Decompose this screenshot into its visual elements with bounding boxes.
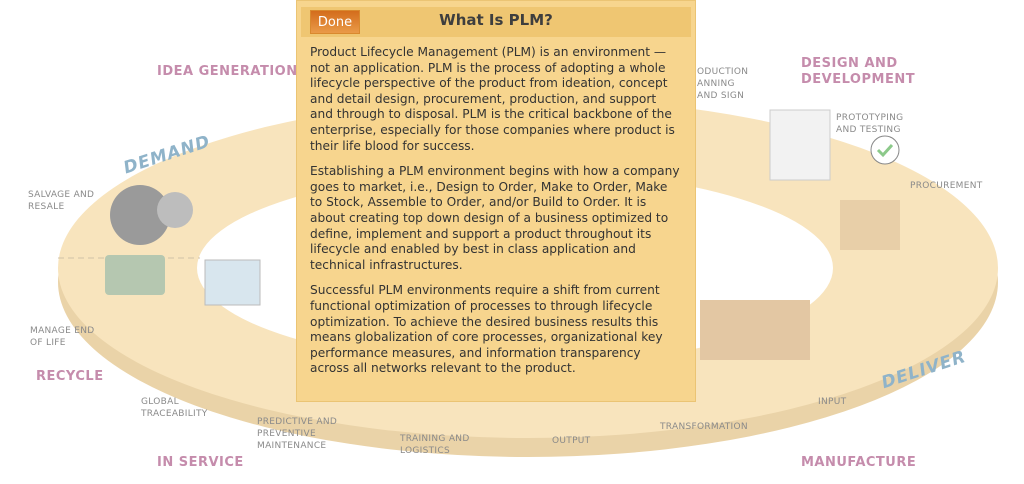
popup-title: What Is PLM? bbox=[439, 11, 553, 29]
boxes-icon bbox=[840, 200, 900, 250]
recycle-truck-icon bbox=[105, 255, 165, 295]
label-output: OUTPUT bbox=[552, 436, 591, 446]
turbine-icon bbox=[110, 185, 170, 245]
map-display-icon bbox=[204, 259, 261, 306]
label-procurement: PROCUREMENT bbox=[910, 181, 983, 191]
stage-manufacture[interactable]: MANUFACTURE bbox=[801, 455, 917, 470]
label-prototyping: PROTOTYPING AND TESTING bbox=[836, 113, 904, 135]
factory-icon bbox=[700, 300, 810, 360]
label-manage-end-of-life: MANAGE END OF LIFE bbox=[30, 326, 95, 348]
what-is-plm-popup: Done What Is PLM? Product Lifecycle Mana… bbox=[296, 0, 696, 402]
label-training-logistics: TRAINING AND LOGISTICS bbox=[400, 434, 470, 456]
label-salvage: SALVAGE AND RESALE bbox=[28, 190, 95, 212]
done-button[interactable]: Done bbox=[310, 10, 360, 34]
paragraph: Establishing a PLM environment begins wi… bbox=[310, 164, 680, 272]
paragraph: Product Lifecycle Management (PLM) is an… bbox=[310, 45, 675, 153]
stage-in-service[interactable]: IN SERVICE bbox=[157, 455, 244, 470]
label-global-traceability: GLOBAL TRACEABILITY bbox=[141, 397, 208, 419]
popup-header: Done What Is PLM? bbox=[301, 7, 691, 37]
label-input: INPUT bbox=[818, 397, 847, 407]
stage-idea-generation[interactable]: IDEA GENERATION bbox=[157, 64, 298, 79]
popup-body: Product Lifecycle Management (PLM) is an… bbox=[310, 45, 681, 387]
whiteboard-icon bbox=[769, 109, 831, 181]
paragraph: Successful PLM environments require a sh… bbox=[310, 283, 663, 376]
label-predictive-maintenance: PREDICTIVE AND PREVENTIVE MAINTENANCE bbox=[257, 417, 338, 451]
check-bubble-icon bbox=[870, 135, 900, 165]
label-transformation: TRANSFORMATION bbox=[660, 422, 748, 432]
stage-design-development[interactable]: DESIGN AND DEVELOPMENT bbox=[801, 56, 916, 87]
stage-recycle[interactable]: RECYCLE bbox=[36, 369, 104, 384]
label-production-planning: ODUCTION ANNING AND SIGN bbox=[697, 67, 749, 101]
